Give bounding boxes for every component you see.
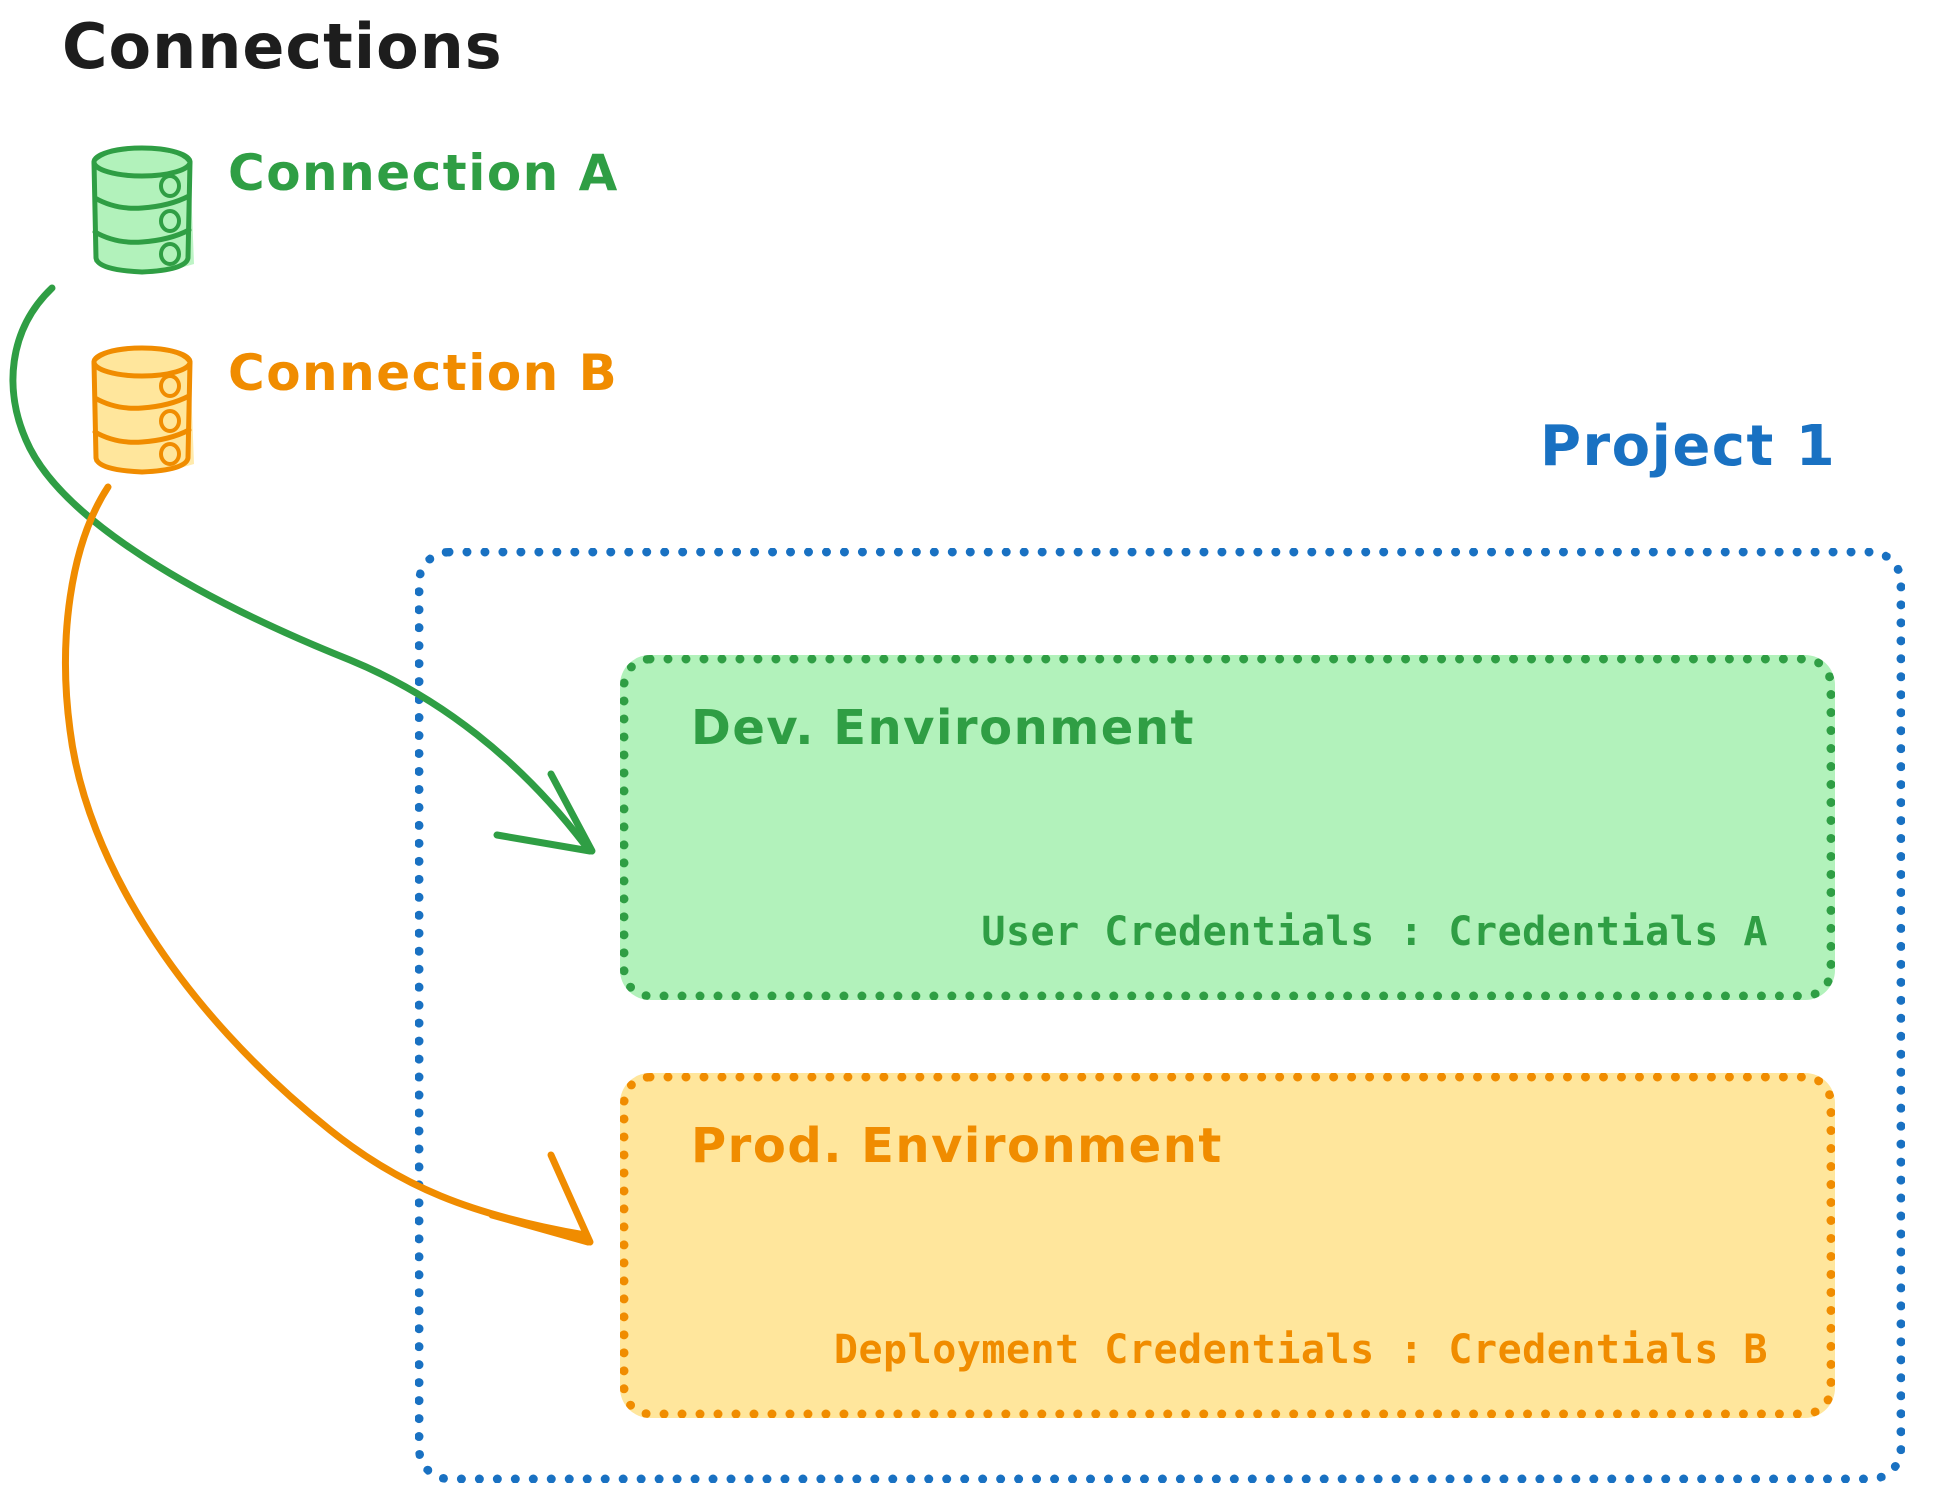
prod-environment-credentials: Deployment Credentials : Credentials B [833,1327,1768,1373]
database-cylinder-icon[interactable] [82,140,202,280]
connection-a-label[interactable]: Connection A [228,144,619,202]
connections-heading: Connections [62,10,503,83]
database-cylinder-icon[interactable] [82,340,202,480]
arrow-connection-b-to-prod [62,483,594,1246]
prod-environment-title: Prod. Environment [691,1118,1223,1174]
connection-b-label[interactable]: Connection B [228,344,619,402]
dev-environment-credentials: User Credentials : Credentials A [981,909,1768,955]
dev-environment-box[interactable]: Dev. Environment User Credentials : Cred… [620,655,1835,1000]
arrow-connection-a-to-dev [9,284,596,855]
project-title: Project 1 [1540,414,1837,479]
project-container [415,548,1905,1483]
prod-environment-box[interactable]: Prod. Environment Deployment Credentials… [620,1073,1835,1418]
dev-environment-title: Dev. Environment [691,700,1195,756]
